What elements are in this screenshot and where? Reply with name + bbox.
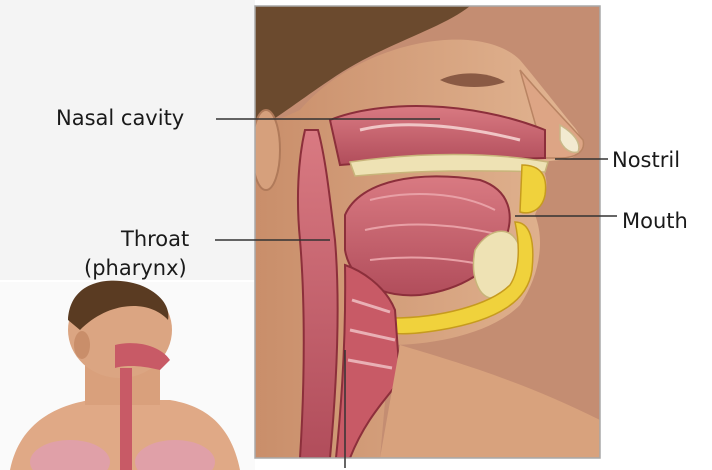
head-cross-section [252, 6, 600, 458]
label-nostril: Nostril [612, 148, 680, 172]
ear [252, 110, 280, 190]
label-pharynx: (pharynx) [84, 256, 187, 280]
label-mouth: Mouth [622, 209, 688, 233]
label-throat: Throat [121, 227, 189, 251]
thumbnail-ear [74, 331, 90, 359]
label-nasal-cavity: Nasal cavity [56, 106, 184, 130]
